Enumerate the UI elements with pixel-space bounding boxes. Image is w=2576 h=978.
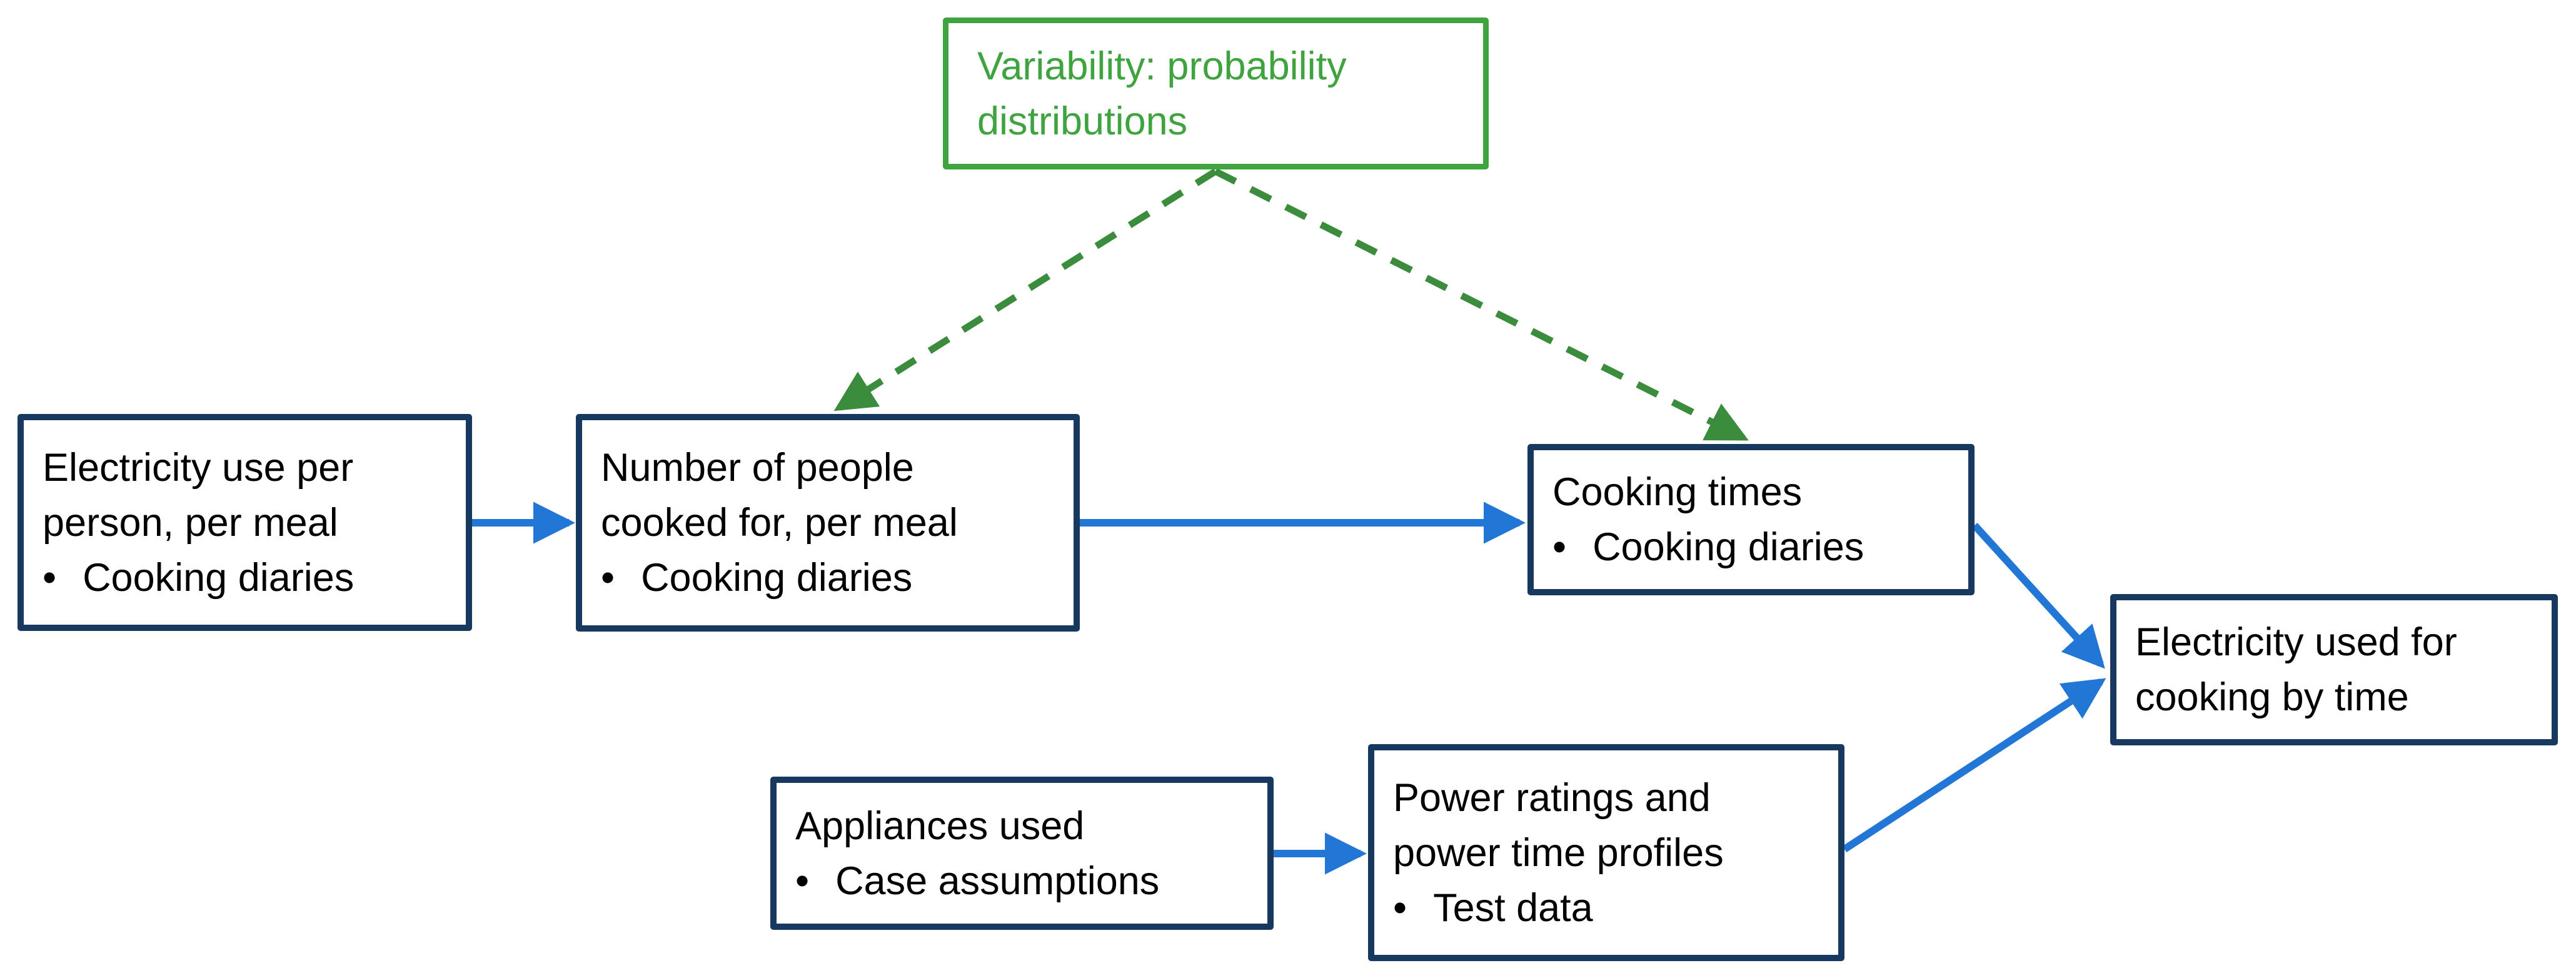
bullet-item: • Cooking diaries bbox=[601, 550, 1055, 605]
node-text-line: person, per meal bbox=[43, 500, 338, 545]
node-text-line: Electricity used for bbox=[2135, 620, 2457, 664]
bullet-icon: • bbox=[1393, 885, 1407, 930]
bullet-item: • Cooking diaries bbox=[43, 550, 447, 605]
bullet-text: Test data bbox=[1433, 885, 1593, 930]
bullet-icon: • bbox=[43, 555, 57, 600]
bullet-text: Cooking diaries bbox=[83, 555, 355, 600]
node-variability-probability-distributions: Variability: probability distributions bbox=[943, 18, 1489, 169]
node-text-line: Appliances used bbox=[795, 804, 1085, 848]
node-text-line: Electricity use per bbox=[43, 445, 354, 490]
node-electricity-use-per-person: Electricity use per person, per meal • C… bbox=[18, 414, 472, 631]
node-text-line: power time profiles bbox=[1393, 830, 1724, 875]
bullet-icon: • bbox=[601, 556, 615, 600]
bullet-item: • Cooking diaries bbox=[1552, 520, 1950, 575]
node-electricity-used-for-cooking-by-time: Electricity used for cooking by time bbox=[2110, 594, 2558, 745]
node-appliances-used: Appliances used • Case assumptions bbox=[770, 777, 1274, 930]
node-cooking-times: Cooking times • Cooking diaries bbox=[1527, 444, 1975, 595]
dashed-arrow-variability-to-people bbox=[833, 168, 1217, 411]
bullet-item: • Test data bbox=[1393, 880, 1819, 935]
arrow-power-to-electricity-used bbox=[1842, 678, 2106, 853]
node-text-line: Power ratings and bbox=[1393, 775, 1711, 820]
node-text-line: distributions bbox=[977, 99, 1188, 143]
bullet-icon: • bbox=[1552, 525, 1567, 569]
bullet-text: Cooking diaries bbox=[641, 556, 913, 600]
node-power-ratings-and-profiles: Power ratings and power time profiles • … bbox=[1368, 744, 1844, 961]
node-number-of-people-cooked-for: Number of people cooked for, per meal • … bbox=[576, 414, 1080, 632]
bullet-icon: • bbox=[795, 859, 810, 903]
node-text-line: cooking by time bbox=[2135, 675, 2409, 719]
arrow-cooking-times-to-electricity-used bbox=[1971, 522, 2105, 669]
bullet-text: Case assumptions bbox=[835, 859, 1160, 903]
node-text-line: Cooking times bbox=[1552, 470, 1803, 514]
node-text-line: cooked for, per meal bbox=[601, 501, 958, 545]
bullet-text: Cooking diaries bbox=[1592, 525, 1864, 569]
node-text-line: Number of people bbox=[601, 446, 914, 490]
node-text-line: Variability: probability bbox=[977, 44, 1347, 88]
bullet-item: • Case assumptions bbox=[795, 854, 1249, 909]
dashed-arrow-variability-to-cooking-times bbox=[1214, 168, 1749, 441]
